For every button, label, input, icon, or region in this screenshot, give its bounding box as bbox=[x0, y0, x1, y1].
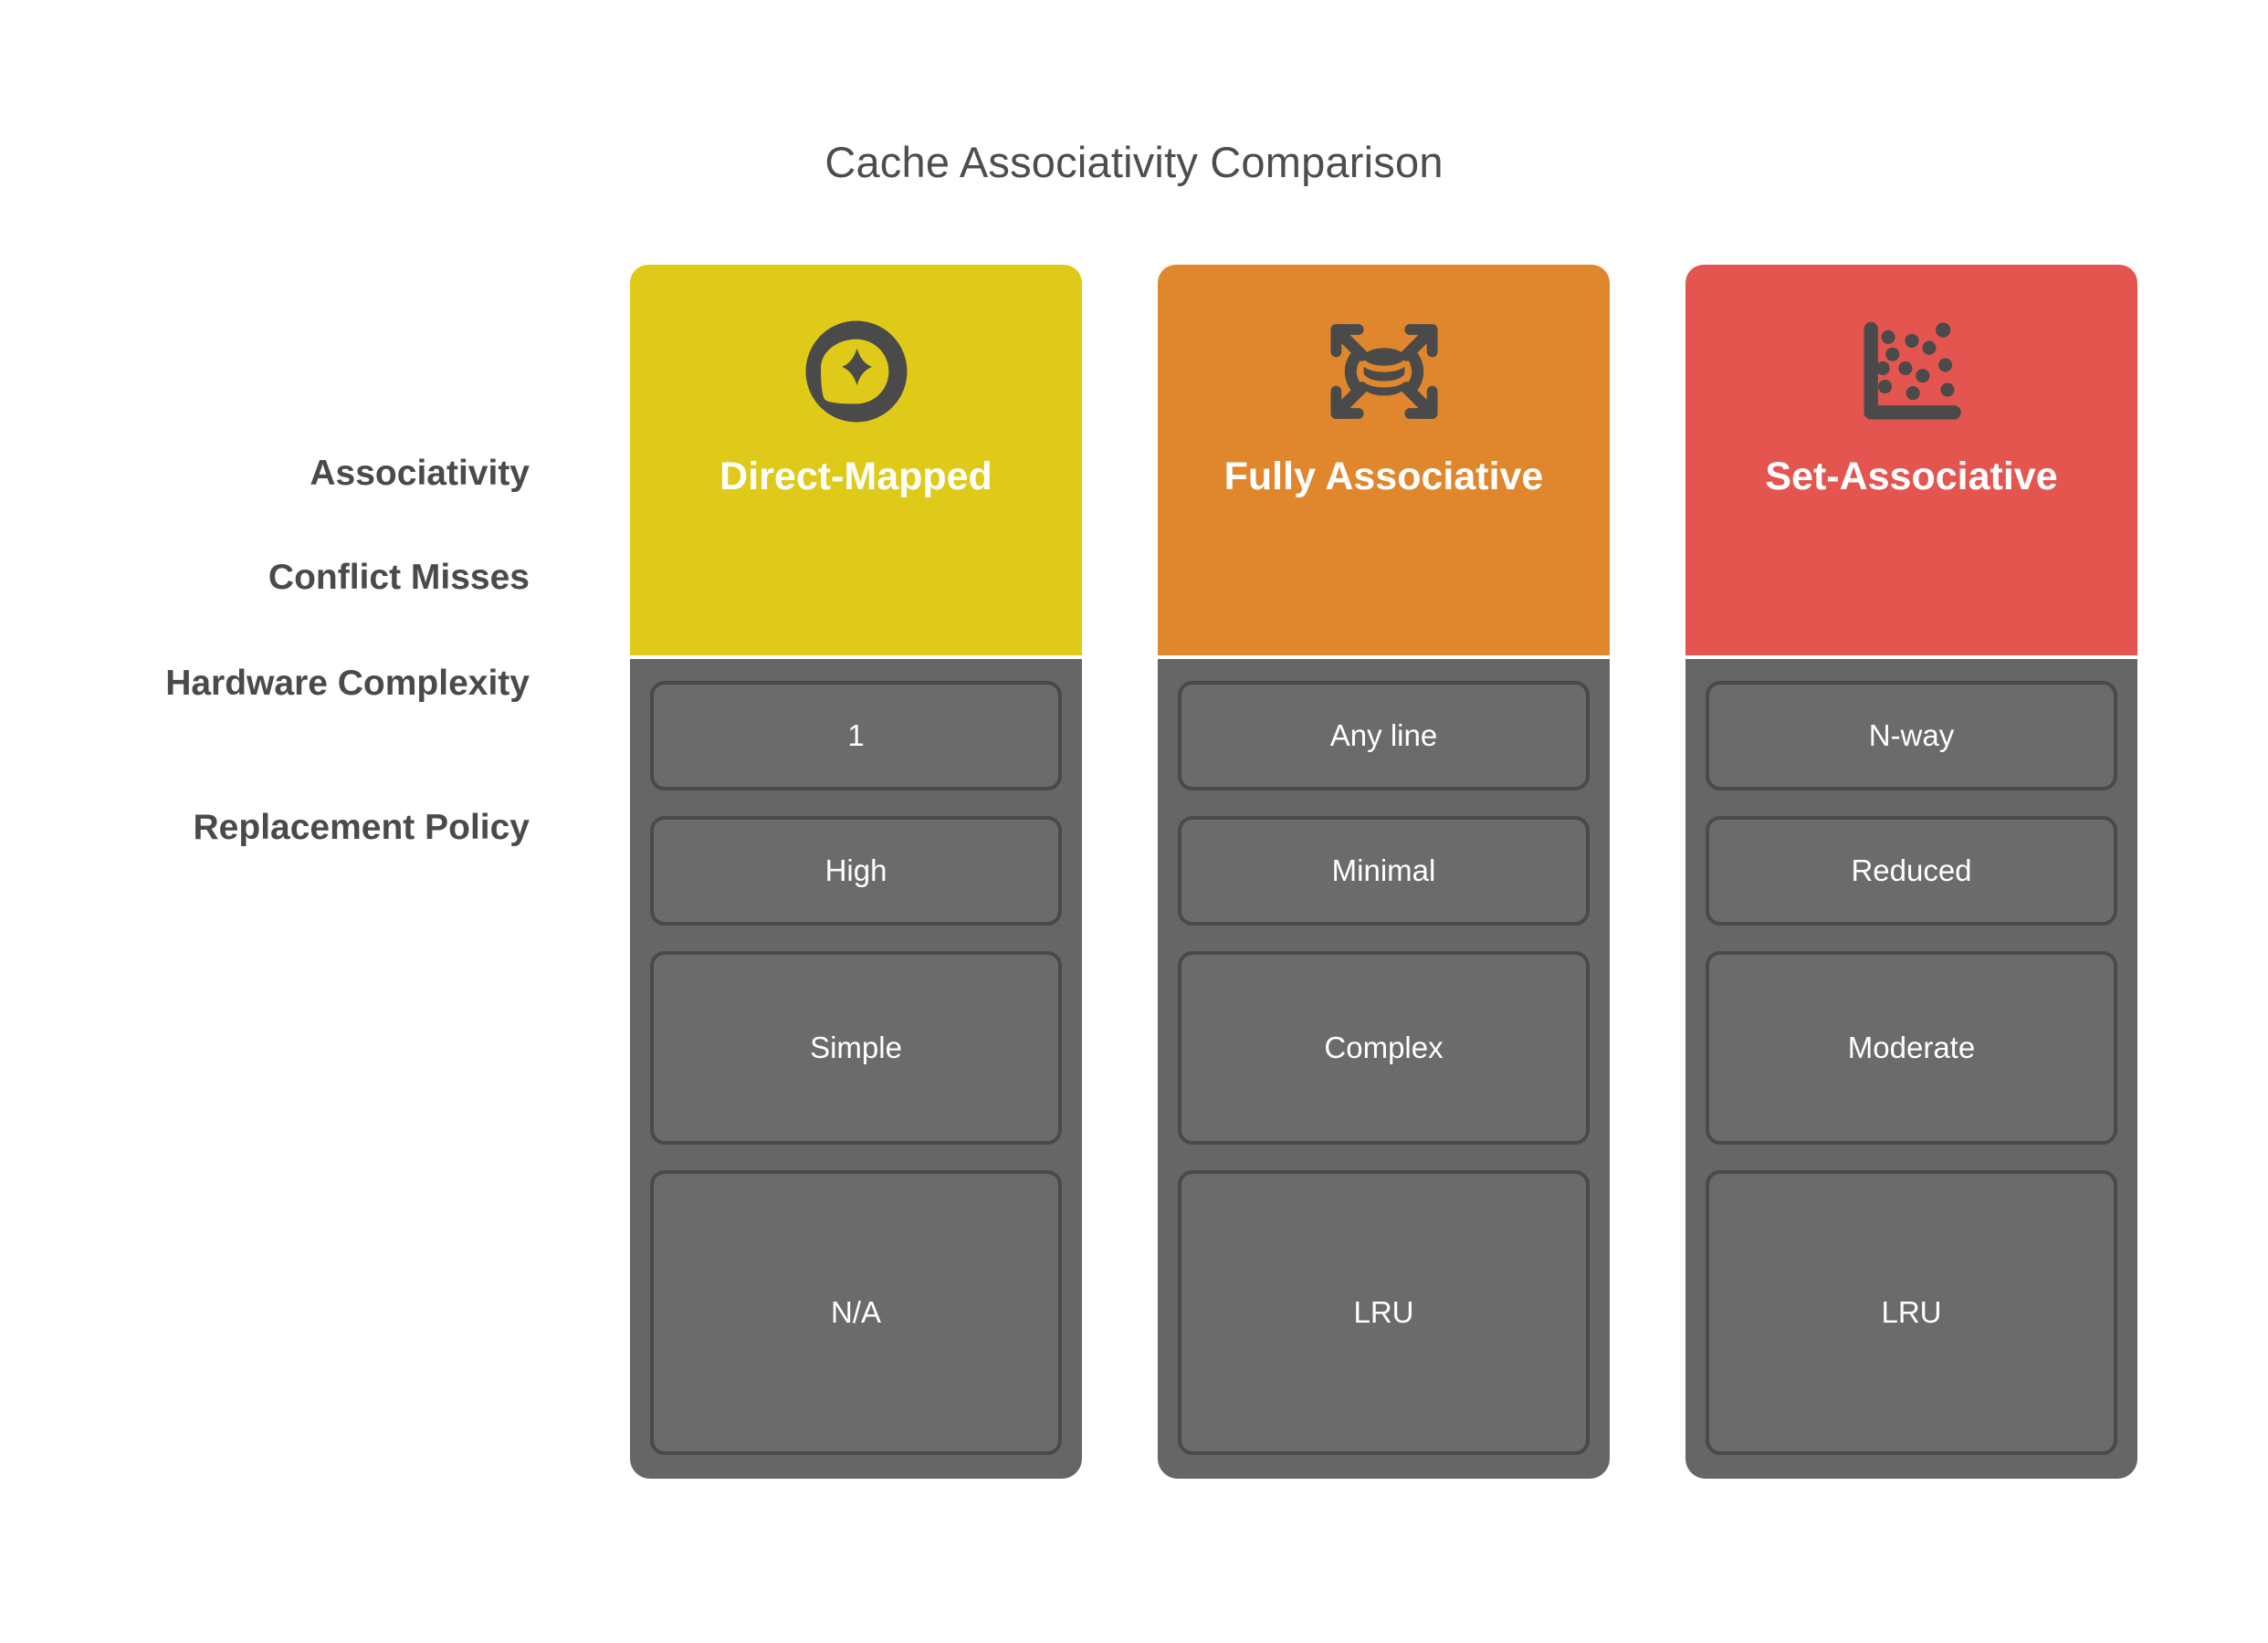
cell-set-associative-conflict-misses[interactable]: Reduced bbox=[1706, 816, 2117, 926]
column-header-set-associative: Set-Associative bbox=[1685, 265, 2137, 655]
page-title: Cache Associativity Comparison bbox=[824, 138, 1444, 186]
cell-direct-mapped-conflict-misses[interactable]: High bbox=[650, 816, 1062, 926]
column-fully-associative[interactable]: Fully Associative Any line Minimal Compl… bbox=[1158, 265, 1610, 1479]
sparkle-ring-icon bbox=[805, 320, 907, 423]
cell-set-associative-associativity[interactable]: N-way bbox=[1706, 681, 2117, 790]
column-title-fully-associative: Fully Associative bbox=[1223, 455, 1544, 498]
cell-direct-mapped-hardware-complexity[interactable]: Simple bbox=[650, 951, 1062, 1145]
cell-set-associative-hardware-complexity[interactable]: Moderate bbox=[1706, 951, 2117, 1145]
column-set-associative[interactable]: Set-Associative N-way Reduced Moderate L… bbox=[1685, 265, 2137, 1479]
cell-set-associative-replacement-policy[interactable]: LRU bbox=[1706, 1170, 2117, 1455]
column-title-set-associative: Set-Associative bbox=[1765, 455, 2058, 498]
column-header-fully-associative: Fully Associative bbox=[1158, 265, 1610, 655]
cell-direct-mapped-associativity[interactable]: 1 bbox=[650, 681, 1062, 790]
column-body-fully-associative: Any line Minimal Complex LRU bbox=[1158, 659, 1610, 1479]
row-label-column: Associativity Conflict Misses Hardware C… bbox=[137, 265, 530, 1479]
row-label-hardware-complexity: Hardware Complexity bbox=[165, 664, 530, 703]
column-direct-mapped[interactable]: Direct-Mapped 1 High Simple N/A bbox=[630, 265, 1082, 1479]
cell-fully-associative-replacement-policy[interactable]: LRU bbox=[1178, 1170, 1590, 1455]
cell-direct-mapped-replacement-policy[interactable]: N/A bbox=[650, 1170, 1062, 1455]
scatter-plot-icon bbox=[1863, 321, 1961, 420]
comparison-table: Associativity Conflict Misses Hardware C… bbox=[0, 265, 2268, 1479]
row-label-conflict-misses: Conflict Misses bbox=[268, 558, 530, 597]
cell-fully-associative-associativity[interactable]: Any line bbox=[1178, 681, 1590, 790]
row-label-replacement-policy: Replacement Policy bbox=[193, 808, 530, 847]
cell-fully-associative-hardware-complexity[interactable]: Complex bbox=[1178, 951, 1590, 1145]
column-header-direct-mapped: Direct-Mapped bbox=[630, 265, 1082, 655]
column-body-direct-mapped: 1 High Simple N/A bbox=[630, 659, 1082, 1479]
column-title-direct-mapped: Direct-Mapped bbox=[719, 455, 992, 498]
database-expand-icon bbox=[1329, 324, 1438, 419]
row-label-associativity: Associativity bbox=[310, 454, 530, 493]
cell-fully-associative-conflict-misses[interactable]: Minimal bbox=[1178, 816, 1590, 926]
column-body-set-associative: N-way Reduced Moderate LRU bbox=[1685, 659, 2137, 1479]
